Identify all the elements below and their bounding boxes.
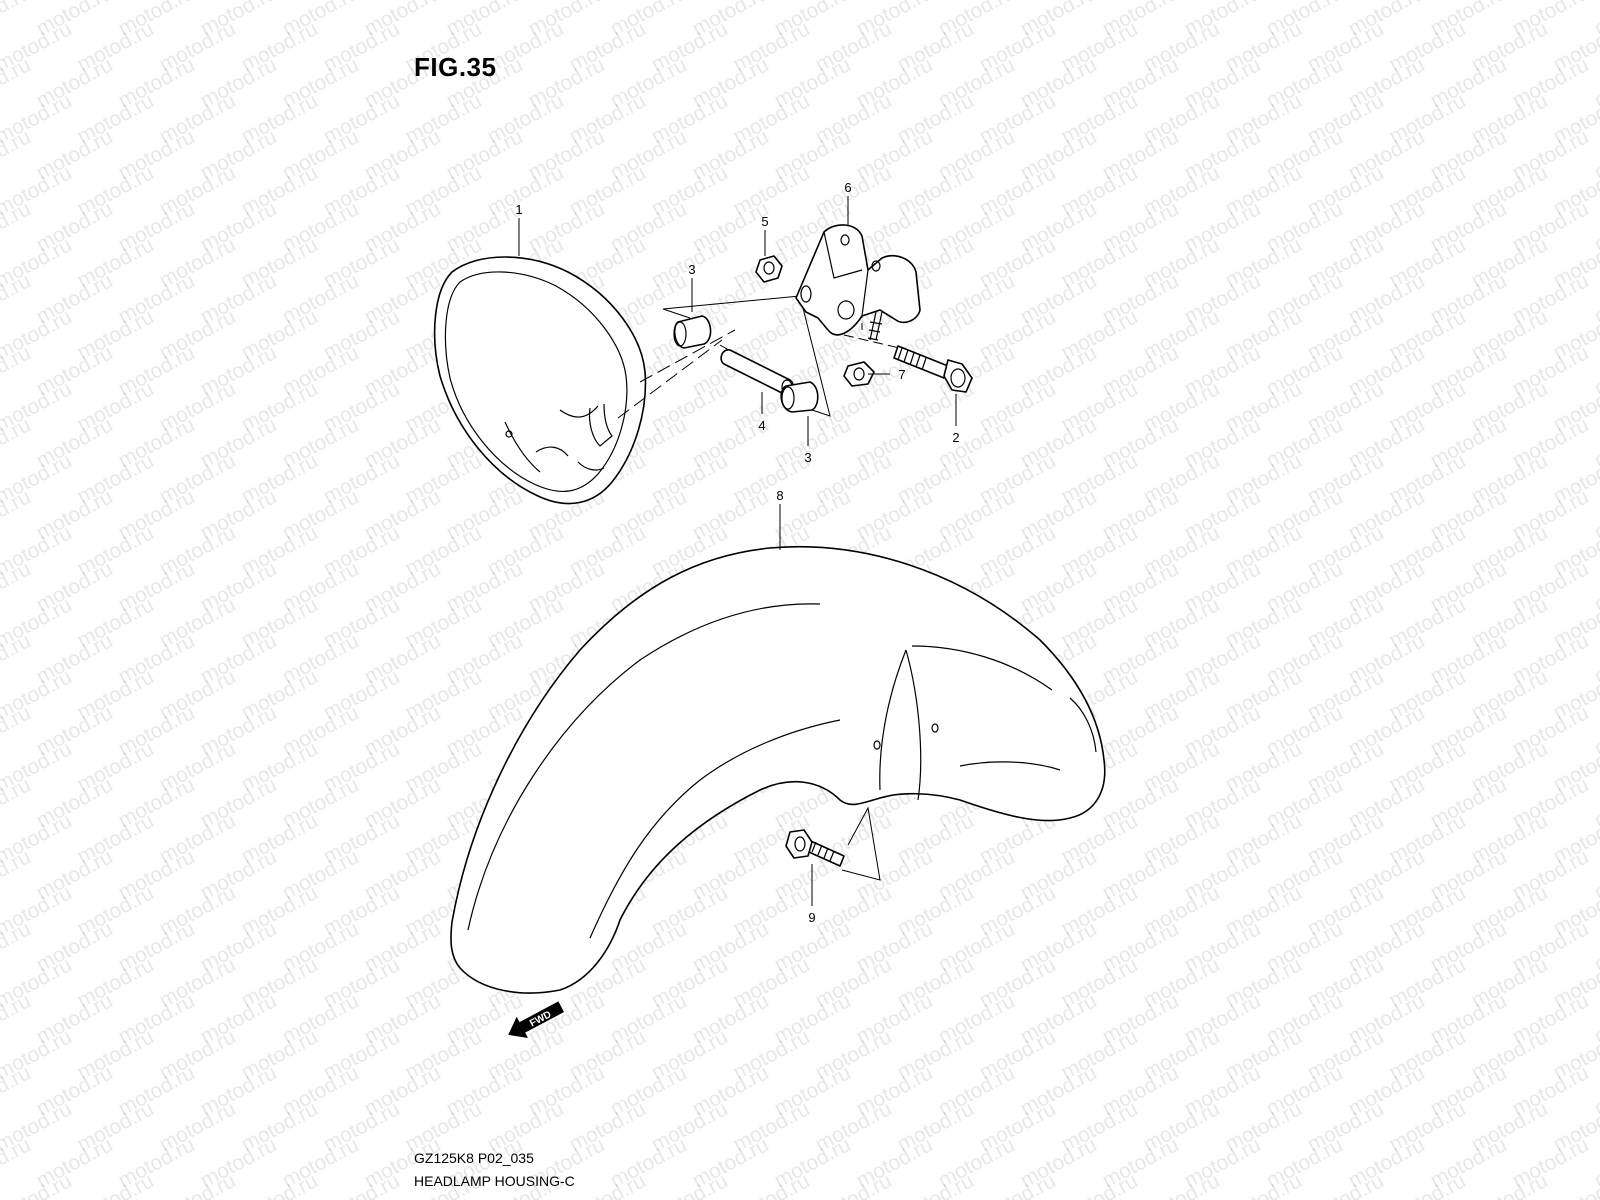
callout-9: 9	[808, 910, 815, 925]
bolt-2-drawing	[893, 345, 973, 393]
callout-leaders	[518, 196, 957, 906]
watermark-text: motod.ru	[0, 1133, 35, 1192]
watermark-text: motod.ru	[0, 989, 35, 1048]
watermark-text: motod.ru	[0, 269, 35, 328]
watermark-text: motod.ru	[0, 197, 35, 256]
watermark-text: motod.ru	[0, 917, 35, 976]
watermark-text: motod.ru	[0, 413, 35, 472]
callout-6: 6	[844, 180, 851, 195]
watermark-text: motod.ru	[0, 557, 35, 616]
watermark-text: motod.ru	[0, 0, 35, 40]
watermark-text: motod.ru	[0, 53, 35, 112]
callout-5: 5	[761, 214, 768, 229]
nut-7-drawing	[843, 361, 875, 387]
figure-title: FIG.35	[414, 52, 497, 82]
watermark-text: motod.ru	[0, 125, 35, 184]
callout-numbers: 1 2 3 3 4 5 6 7 8 9	[515, 180, 959, 925]
watermark-text: motod.ru	[0, 1061, 35, 1120]
watermark-text: motod.ru	[1591, 0, 1600, 40]
headlamp-housing-drawing	[433, 256, 647, 505]
watermark-text: motod.ru	[0, 845, 35, 904]
callout-4: 4	[758, 418, 765, 433]
watermark-text: motod.ru	[0, 341, 35, 400]
callout-7: 7	[898, 367, 905, 382]
watermark-text: motod.ru	[0, 485, 35, 544]
cushion-upper-drawing	[673, 315, 712, 349]
watermark-text: motod.ru	[0, 701, 35, 760]
cushion-lower-drawing	[780, 381, 819, 413]
figure-description: HEADLAMP HOUSING-C	[414, 1173, 575, 1189]
callout-2: 2	[952, 430, 959, 445]
model-code: GZ125K8 P02_035	[414, 1150, 534, 1166]
callout-8: 8	[776, 488, 783, 503]
callout-1: 1	[515, 202, 522, 217]
nut-5-drawing	[755, 255, 783, 283]
callout-3-upper: 3	[688, 262, 695, 277]
watermark-text: motod.ru	[0, 629, 35, 688]
bolt-9-drawing	[785, 806, 881, 881]
watermark-text: motod.ru	[0, 773, 35, 832]
front-fender-drawing	[450, 545, 1106, 994]
bracket-drawing	[795, 224, 921, 341]
callout-3-lower: 3	[804, 450, 811, 465]
